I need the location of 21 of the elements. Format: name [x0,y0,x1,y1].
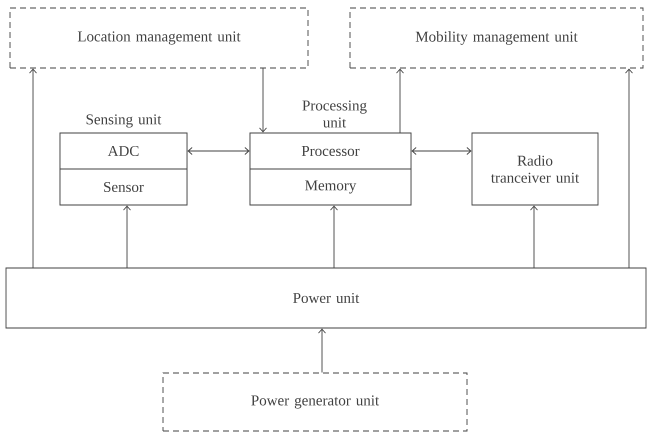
unit-cell: Sensor [60,168,188,206]
unit-box: Power unit [6,268,646,328]
unit-box: Location management unit [10,8,308,68]
unit-heading: Sensing unit [86,114,162,128]
arrow [411,147,472,155]
unit-box: Mobility management unit [350,8,644,68]
arrow [530,205,538,268]
unit-cell: Processor [250,132,412,170]
unit-heading: Processing unit [302,100,367,128]
unit-cell: Memory [250,168,412,206]
arrow [187,147,250,155]
arrow [318,328,326,373]
arrow [396,68,404,133]
unit-box: Radio tranceiver unit [472,132,598,206]
arrow [29,68,37,268]
arrow [259,68,267,133]
arrow [123,205,131,268]
unit-box: Power generator unit [162,372,468,432]
arrow [330,205,338,268]
unit-cell: ADC [60,132,188,170]
arrow [625,68,633,268]
